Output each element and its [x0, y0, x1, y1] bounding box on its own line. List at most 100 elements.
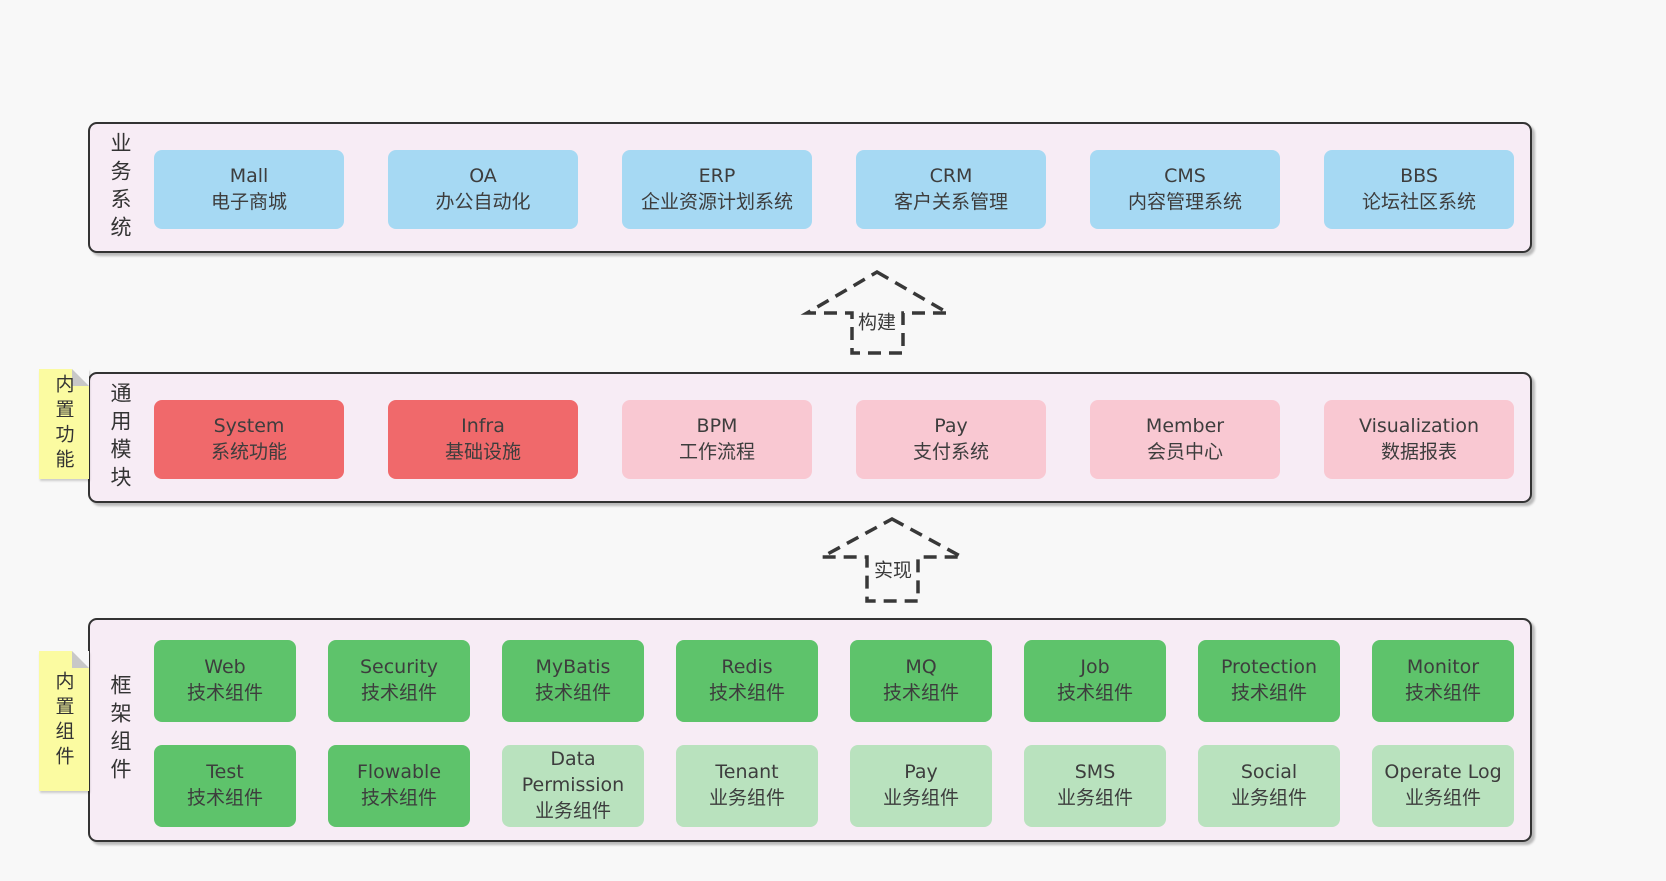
node-crm: CRM 客户关系管理	[856, 150, 1046, 229]
node-sms: SMS 业务组件	[1024, 745, 1166, 827]
node-cms: CMS 内容管理系统	[1090, 150, 1280, 229]
node-name: Operate Log	[1384, 761, 1502, 784]
node-name: Security	[359, 656, 439, 679]
node-monitor: Monitor 技术组件	[1372, 640, 1514, 722]
band-modules-label: 通用模块	[108, 381, 132, 494]
node-desc: 电子商城	[210, 190, 287, 213]
node-desc: 业务组件	[708, 787, 785, 809]
node-bpm: BPM 工作流程	[622, 400, 812, 479]
node-test: Test 技术组件	[154, 745, 296, 827]
node-pay: Pay 支付系统	[856, 400, 1046, 479]
business-node-row: Mall 电子商城 OA 办公自动化 ERP 企业资源计划系统 CRM 客户关系…	[154, 150, 1514, 229]
node-mq: MQ 技术组件	[850, 640, 992, 722]
node-name: Member	[1145, 414, 1225, 437]
sticky-note-built-in-components: 内置组件	[39, 651, 89, 791]
node-name: CMS	[1164, 164, 1206, 187]
node-name: MyBatis	[535, 656, 611, 679]
node-desc: 技术组件	[1404, 682, 1481, 704]
node-desc: 办公自动化	[435, 190, 531, 213]
node-infra: Infra 基础设施	[388, 400, 578, 479]
node-name: CRM	[929, 164, 973, 187]
node-job: Job 技术组件	[1024, 640, 1166, 722]
modules-node-row: System 系统功能 Infra 基础设施 BPM 工作流程 Pay 支付系统…	[154, 400, 1514, 479]
band-business-label: 业务系统	[108, 131, 132, 244]
components-node-row-2: Test 技术组件 Flowable 技术组件 Data Permission …	[154, 745, 1514, 827]
node-bbs: BBS 论坛社区系统	[1324, 150, 1514, 229]
node-name: Pay	[934, 414, 968, 437]
node-desc: 业务组件	[882, 787, 959, 809]
node-name: ERP	[698, 164, 736, 187]
node-desc: 技术组件	[1230, 682, 1307, 704]
sticky-note-label: 内置功能	[52, 374, 75, 474]
node-flowable: Flowable 技术组件	[328, 745, 470, 827]
arrow-implement-label: 实现	[870, 555, 916, 583]
node-desc: 企业资源计划系统	[640, 190, 793, 213]
node-name: Data Permission	[521, 748, 625, 797]
node-name: Monitor	[1406, 656, 1480, 679]
node-desc: 系统功能	[210, 440, 287, 463]
node-name: Test	[206, 761, 244, 784]
node-desc: 支付系统	[912, 440, 989, 463]
node-pay-business: Pay 业务组件	[850, 745, 992, 827]
node-desc: 工作流程	[678, 440, 755, 463]
node-desc: 技术组件	[708, 682, 785, 704]
node-name: Pay	[904, 761, 938, 784]
node-name: OA	[469, 164, 497, 187]
node-data-permission: Data Permission 业务组件	[502, 745, 644, 827]
node-member: Member 会员中心	[1090, 400, 1280, 479]
band-framework-components: 框架组件 Web 技术组件 Security 技术组件 MyBatis 技术组件…	[88, 618, 1532, 842]
node-name: SMS	[1074, 761, 1116, 784]
node-oa: OA 办公自动化	[388, 150, 578, 229]
node-name: BPM	[696, 414, 738, 437]
node-desc: 业务组件	[1056, 787, 1133, 809]
node-web: Web 技术组件	[154, 640, 296, 722]
node-name: Protection	[1220, 656, 1318, 679]
node-redis: Redis 技术组件	[676, 640, 818, 722]
node-name: Flowable	[356, 761, 442, 784]
node-desc: 业务组件	[1230, 787, 1307, 809]
sticky-note-built-in-features: 内置功能	[39, 369, 89, 479]
sticky-note-label: 内置组件	[52, 671, 75, 771]
node-desc: 业务组件	[1404, 787, 1481, 809]
node-desc: 内容管理系统	[1127, 190, 1242, 213]
node-name: System	[213, 414, 285, 437]
arrow-build-label: 构建	[854, 307, 900, 335]
node-mybatis: MyBatis 技术组件	[502, 640, 644, 722]
node-desc: 技术组件	[882, 682, 959, 704]
band-components-label: 框架组件	[108, 674, 132, 786]
node-name: Social	[1240, 761, 1298, 784]
node-desc: 技术组件	[1056, 682, 1133, 704]
node-security: Security 技术组件	[328, 640, 470, 722]
node-desc: 业务组件	[534, 799, 611, 822]
node-name: MQ	[905, 656, 937, 679]
node-erp: ERP 企业资源计划系统	[622, 150, 812, 229]
node-social: Social 业务组件	[1198, 745, 1340, 827]
components-node-row-1: Web 技术组件 Security 技术组件 MyBatis 技术组件 Redi…	[154, 640, 1514, 722]
node-visualization: Visualization 数据报表	[1324, 400, 1514, 479]
node-desc: 技术组件	[186, 682, 263, 704]
node-system: System 系统功能	[154, 400, 344, 479]
node-mall: Mall 电子商城	[154, 150, 344, 229]
node-desc: 论坛社区系统	[1361, 190, 1476, 213]
node-name: Mall	[229, 164, 269, 187]
node-name: Visualization	[1358, 414, 1479, 437]
node-desc: 数据报表	[1380, 440, 1457, 463]
node-protection: Protection 技术组件	[1198, 640, 1340, 722]
node-desc: 技术组件	[360, 787, 437, 809]
node-name: Tenant	[715, 761, 779, 784]
node-tenant: Tenant 业务组件	[676, 745, 818, 827]
node-name: Job	[1080, 656, 1110, 679]
node-desc: 技术组件	[534, 682, 611, 704]
node-name: BBS	[1400, 164, 1438, 187]
node-name: Redis	[721, 656, 773, 679]
band-business-systems: 业务系统 Mall 电子商城 OA 办公自动化 ERP 企业资源计划系统 CRM…	[88, 122, 1532, 253]
node-desc: 技术组件	[360, 682, 437, 704]
node-desc: 会员中心	[1146, 440, 1223, 463]
node-name: Web	[204, 656, 246, 679]
node-name: Infra	[461, 414, 505, 437]
node-desc: 客户关系管理	[893, 190, 1008, 213]
node-operate-log: Operate Log 业务组件	[1372, 745, 1514, 827]
node-desc: 技术组件	[186, 787, 263, 809]
band-common-modules: 通用模块 System 系统功能 Infra 基础设施 BPM 工作流程 Pay…	[88, 372, 1532, 503]
node-desc: 基础设施	[444, 440, 521, 463]
